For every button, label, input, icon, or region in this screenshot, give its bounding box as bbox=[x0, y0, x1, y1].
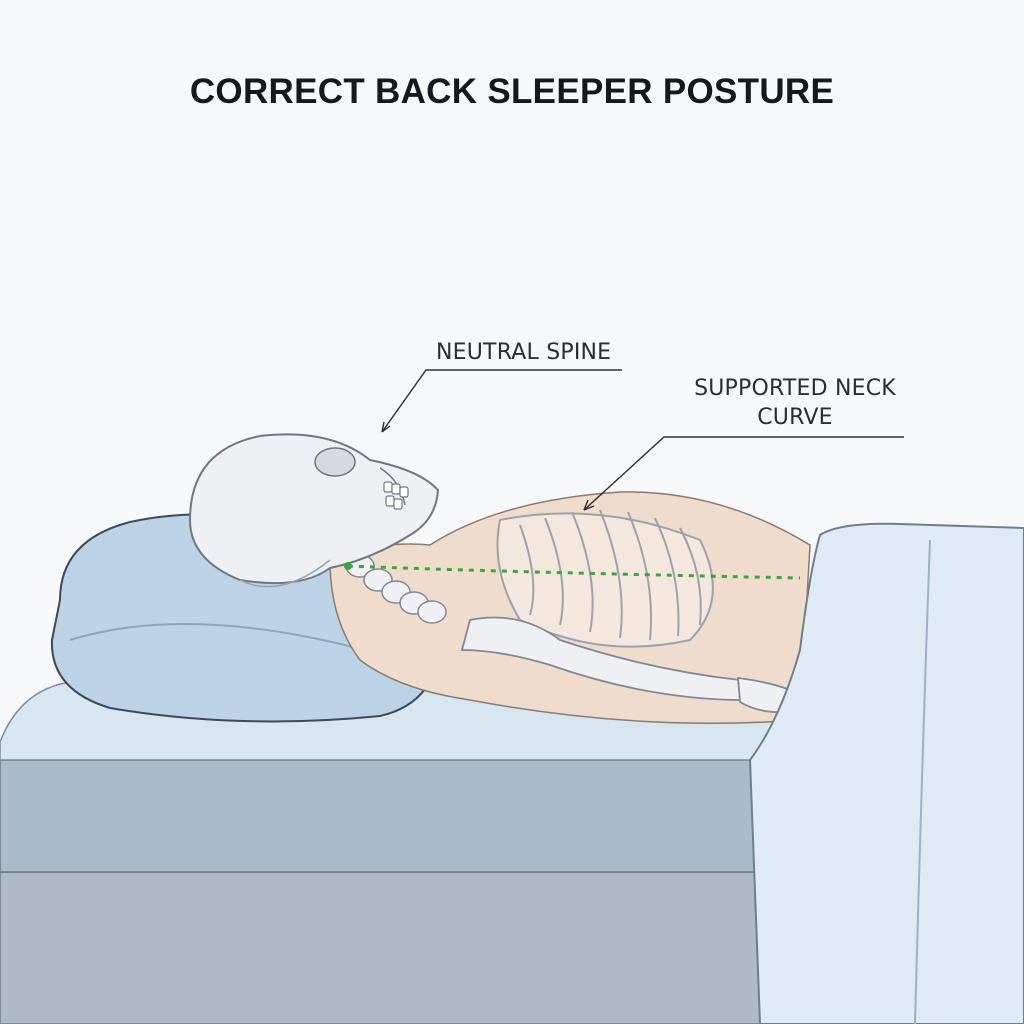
arm-bones bbox=[460, 616, 791, 714]
diagram-title: CORRECT BACK SLEEPER POSTURE bbox=[189, 72, 835, 111]
supported-neck-line2: CURVE bbox=[757, 405, 833, 430]
callout-neutral-spine-leader bbox=[381, 369, 622, 433]
blanket bbox=[748, 522, 1024, 1024]
skull bbox=[188, 433, 440, 588]
supported-neck-line1: SUPPORTED NECK bbox=[694, 376, 896, 401]
neutral-spine-label: NEUTRAL SPINE bbox=[436, 340, 612, 365]
alignment-point bbox=[344, 562, 352, 570]
supported-neck-label: SUPPORTED NECK CURVE bbox=[670, 374, 920, 432]
teeth bbox=[383, 481, 409, 510]
rib-cage bbox=[496, 509, 714, 648]
spine-alignment-line bbox=[347, 564, 801, 580]
callout-neck-leader bbox=[583, 436, 904, 511]
